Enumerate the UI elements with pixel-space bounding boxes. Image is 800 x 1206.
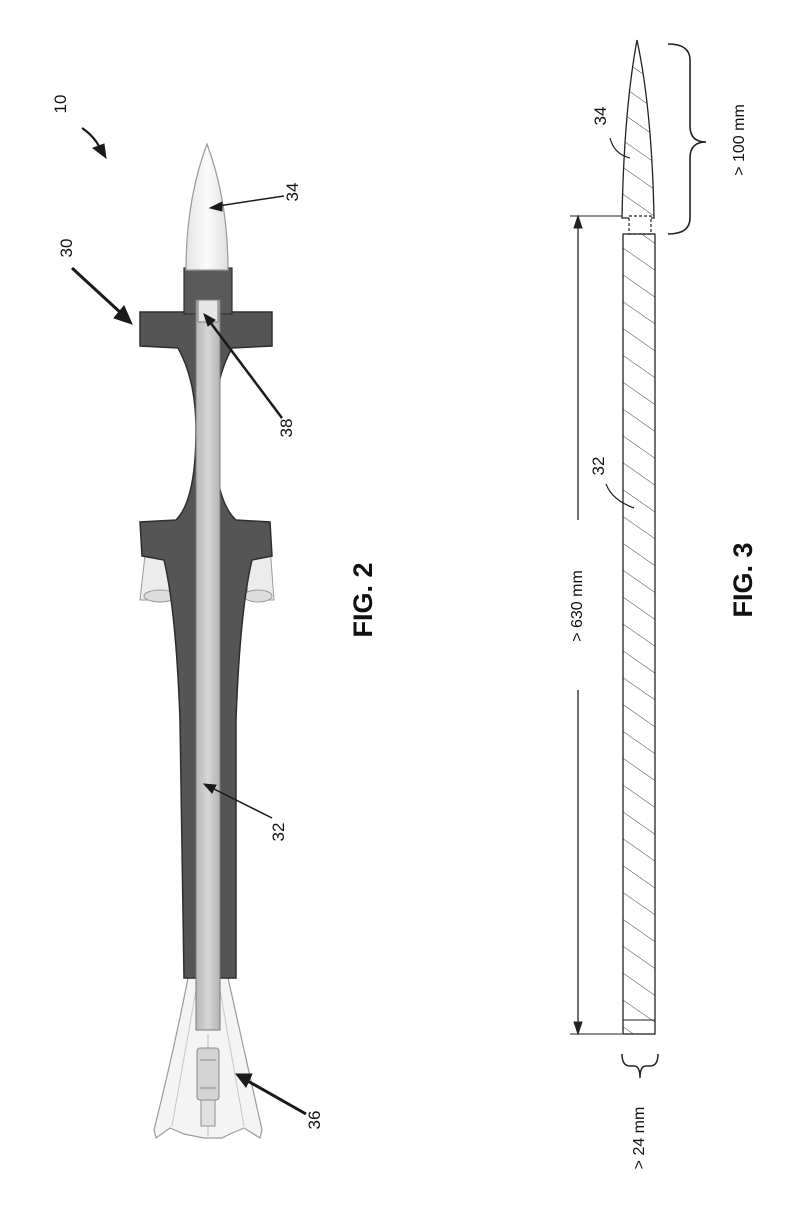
overall-length-dimension (570, 214, 622, 1036)
fig3-insert (628, 215, 652, 235)
width-label: > 24 mm (631, 1107, 648, 1170)
fig2-caption: FIG. 2 (348, 562, 378, 637)
figure-3: > 100 mm > 630 mm > 24 mm 34 32 FIG. 3 (569, 39, 758, 1170)
ref-34: 34 (283, 183, 302, 202)
ref-36: 36 (305, 1111, 324, 1130)
figure-2: 10 30 34 38 32 36 FIG. 2 (51, 95, 378, 1140)
ref-32: 32 (269, 823, 288, 842)
fig3-leaders (605, 137, 635, 509)
width-bracket (621, 1053, 659, 1079)
ref-38: 38 (277, 419, 296, 438)
fig3-ref-34: 34 (591, 107, 610, 126)
fig3-ref-32: 32 (589, 457, 608, 476)
tip-34 (185, 142, 229, 271)
shaft-32 (195, 299, 221, 1031)
fig3-caption: FIG. 3 (728, 542, 758, 617)
tip-length-label: > 100 mm (731, 104, 748, 176)
fig3-shaft-32 (622, 233, 656, 1035)
ref-30: 30 (57, 239, 76, 258)
tip-length-bracket (667, 43, 707, 235)
fig3-tip-34 (621, 39, 655, 219)
overall-length-label: > 630 mm (569, 570, 586, 642)
ref-10: 10 (51, 95, 70, 114)
tail-fletching (153, 977, 263, 1140)
fig2-leaders (70, 127, 307, 1116)
